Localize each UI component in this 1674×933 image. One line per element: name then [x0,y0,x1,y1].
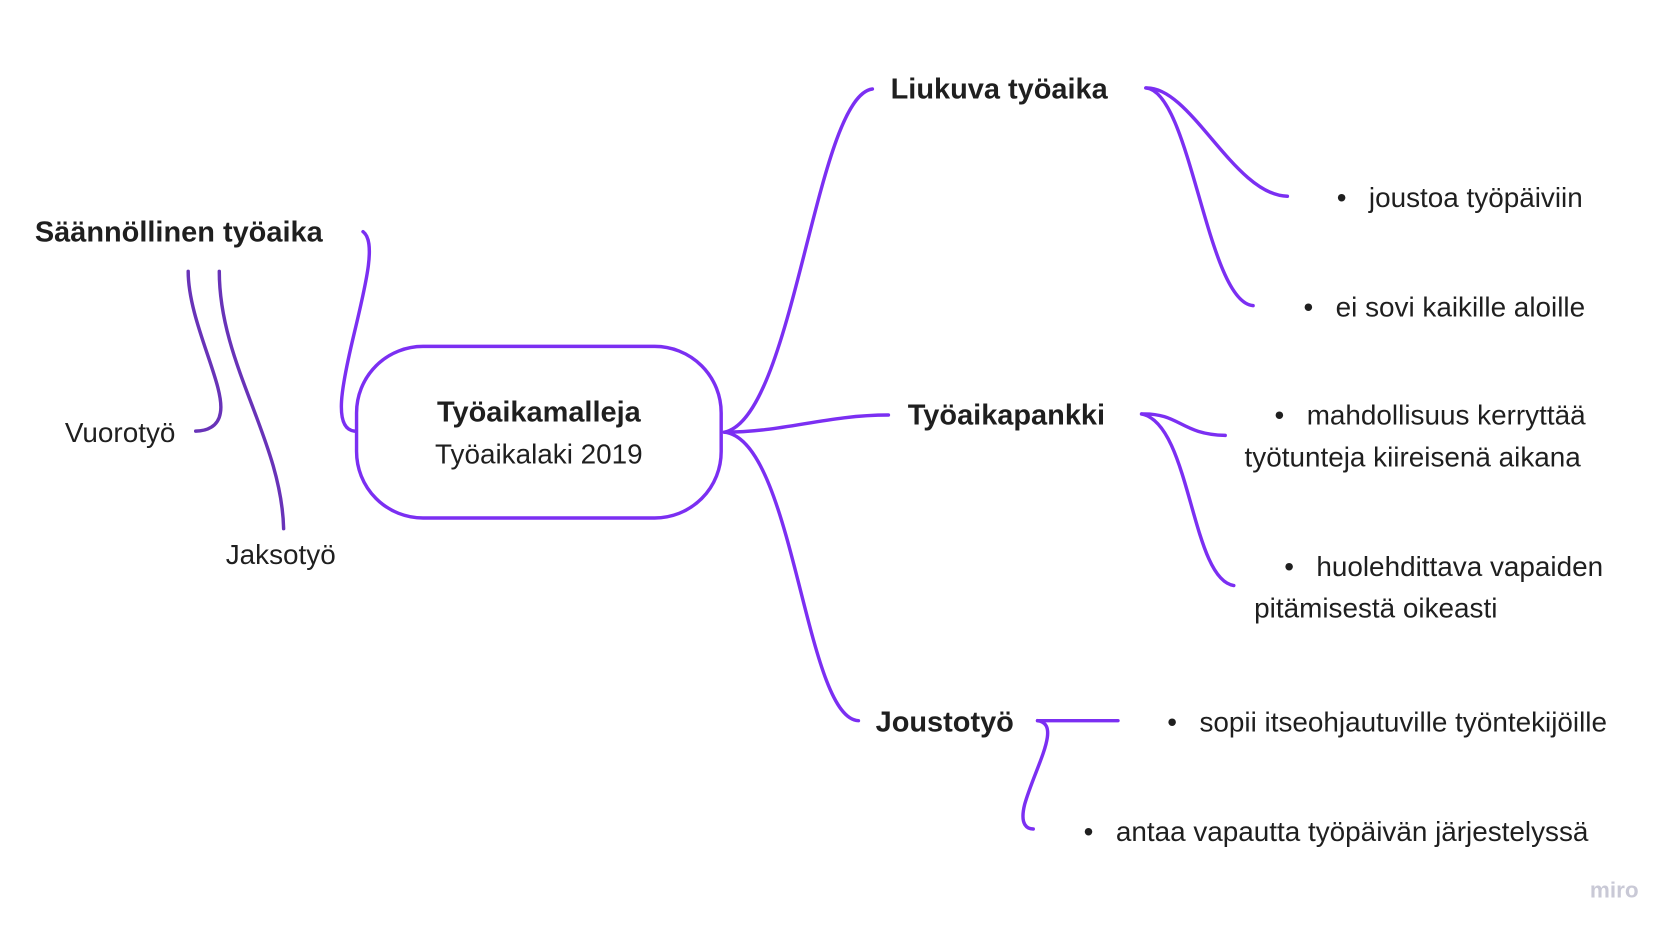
connector-left [339,229,372,433]
bullet-text: mahdollisuus kerryttää [1307,400,1586,431]
node-jaksotyo[interactable]: Jaksotyö [226,539,336,570]
node-tyoaikapankki[interactable]: Työaikapankki [908,400,1105,432]
center-title: Työaikamalleja [437,396,642,428]
connector-bullet [1139,412,1236,588]
bullet-text: huolehdittava vapaiden [1316,551,1603,582]
center-node[interactable] [354,344,723,520]
node-joustotyo[interactable]: Joustotyö [876,706,1014,738]
node-saannollinen[interactable]: Säännöllinen työaika [35,216,324,248]
bullet-icon: • [1084,816,1094,847]
bullet-text: joustoa työpäiviin [1368,182,1583,213]
bullet-text: sopii itseohjautuville työntekijöille [1199,706,1607,737]
node-vuorotyo[interactable]: Vuorotyö [65,417,176,448]
center-subtitle: Työaikalaki 2019 [435,438,643,469]
connector-bullet [1021,718,1050,831]
bullet-icon: • [1167,706,1177,737]
bullet-icon: • [1304,291,1314,322]
node-liukuva[interactable]: Liukuva työaika [891,74,1109,106]
connector-vuorotyo [186,269,223,433]
connector-jaksotyo [217,269,286,531]
connector-bullet [1144,86,1255,308]
connector-bullet [1144,86,1290,198]
bullet-icon: • [1284,551,1294,582]
connector-tyoaikapankki [722,413,891,434]
bullet-text: ei sovi kaikille aloille [1336,291,1585,322]
bullet-icon: • [1275,400,1285,431]
miro-watermark: miro [1590,878,1639,903]
connector-bullet [1139,412,1227,438]
bullet-icon: • [1337,182,1347,213]
bullet-text: pitämisestä oikeasti [1254,593,1497,624]
bullet-text: työtunteja kiireisenä aikana [1245,441,1582,472]
connector-liukuva [722,87,875,434]
bullet-text: antaa vapautta työpäivän järjestelyssä [1116,816,1589,847]
connector-joustotyo [722,430,861,723]
